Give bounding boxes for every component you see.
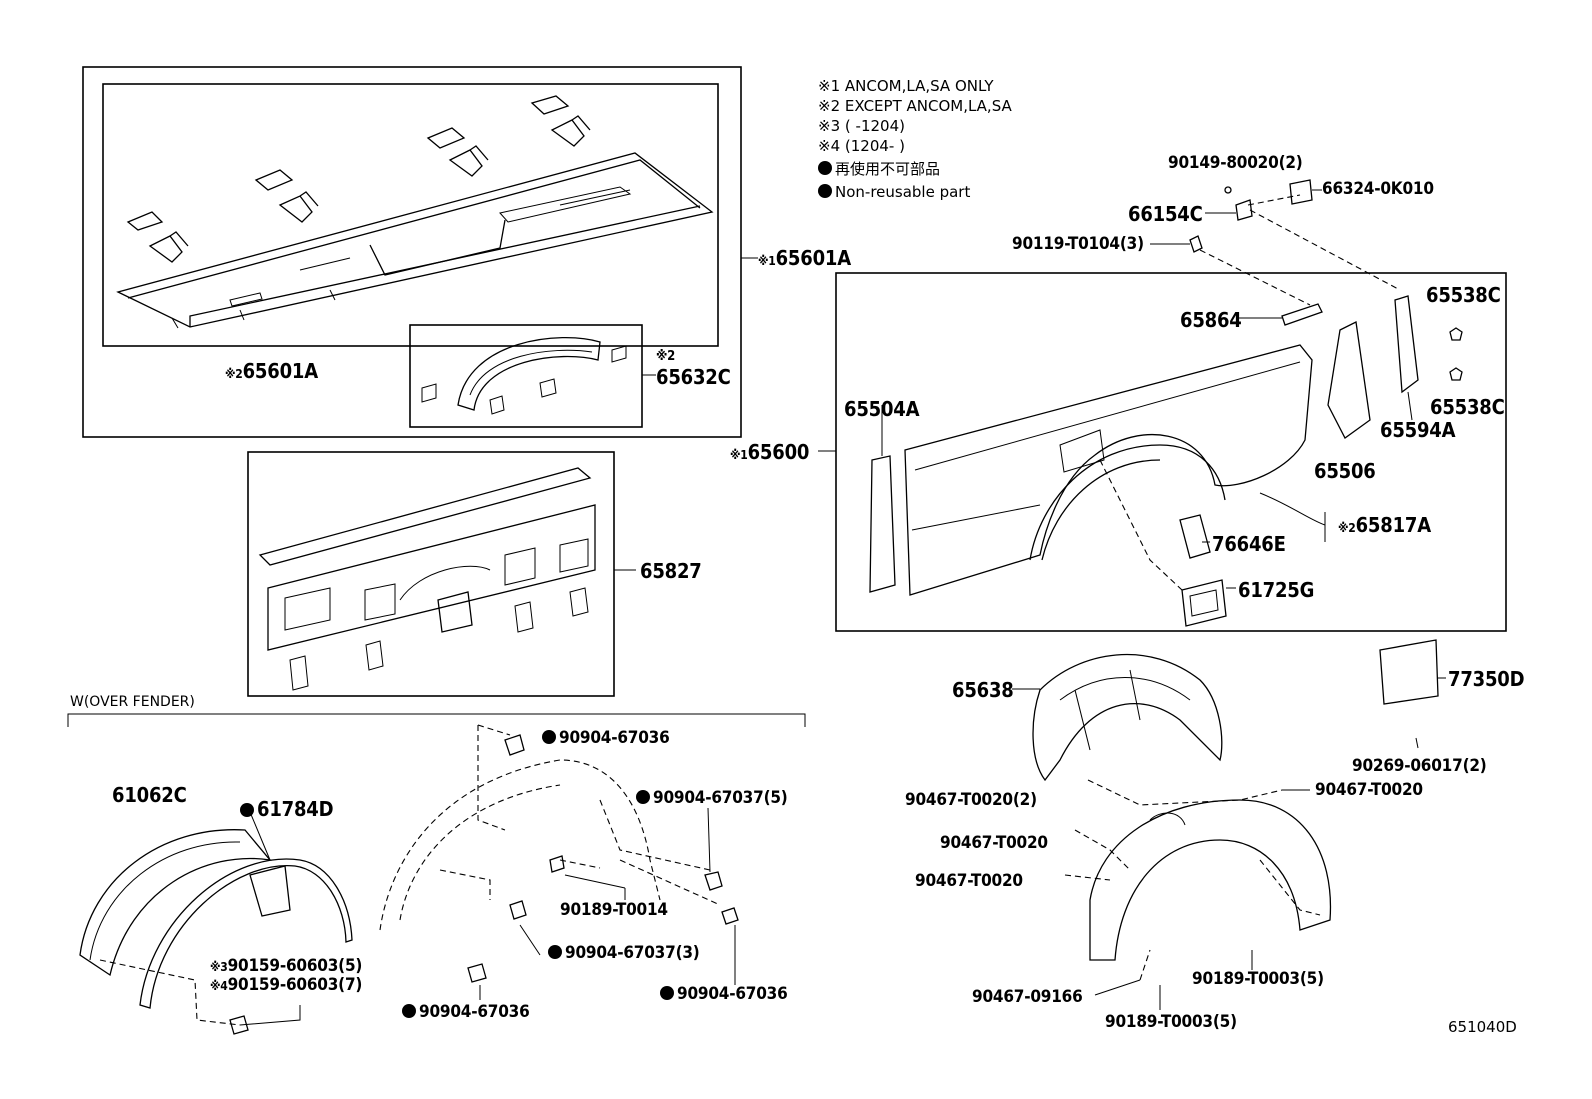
floor-rail-part	[116, 152, 714, 329]
non-reusable-dot-icon	[548, 945, 562, 959]
label-76646E[interactable]: 76646E	[1212, 532, 1286, 556]
leader-lines	[249, 189, 1446, 1010]
label-90189-T0003-b[interactable]: 90189-T0003(5)	[1105, 1012, 1237, 1032]
non-reusable-dot-icon	[660, 986, 674, 1000]
box-65827	[247, 451, 636, 697]
label-90467-T0020-b[interactable]: 90467-T0020	[1315, 780, 1423, 800]
label-90467-T0020-a[interactable]: 90467-T0020(2)	[905, 790, 1037, 810]
label-61062C[interactable]: 61062C	[112, 783, 187, 807]
label-66154C[interactable]: 66154C	[1128, 202, 1203, 226]
non-reusable-dot-icon	[542, 730, 556, 744]
label-90119-T0104[interactable]: 90119-T0104(3)	[1012, 234, 1144, 254]
non-reusable-dot-icon	[818, 161, 832, 175]
note-3: ※3 ( -1204)	[818, 117, 905, 135]
label-65632C-mark: ※2	[656, 349, 676, 364]
over-fender-section	[67, 713, 806, 1035]
label-61725G[interactable]: 61725G	[1238, 578, 1315, 602]
non-reusable-dot-icon	[636, 790, 650, 804]
label-65600[interactable]: ※165600	[730, 440, 810, 464]
label-61784D[interactable]: 61784D	[240, 799, 334, 819]
note-4: ※4 (1204- )	[818, 137, 905, 155]
label-66324-0K010[interactable]: 66324-0K010	[1322, 179, 1434, 199]
non-reusable-dot-icon	[818, 184, 832, 198]
label-77350D[interactable]: 77350D	[1448, 667, 1525, 691]
label-90269-06017[interactable]: 90269-06017(2)	[1352, 756, 1487, 776]
label-90467-09166[interactable]: 90467-09166	[972, 987, 1083, 1007]
label-65601A-1[interactable]: ※165601A	[758, 246, 851, 270]
note-2: ※2 EXCEPT ANCOM,LA,SA	[818, 97, 1012, 115]
label-65632C[interactable]: 65632C	[656, 365, 731, 389]
non-reusable-dot-icon	[402, 1004, 416, 1018]
label-90904-67036-b[interactable]: 90904-67036	[402, 1004, 530, 1021]
liner-65638	[1032, 639, 1439, 782]
note-non-reusable-jp: 再使用不可部品	[818, 161, 940, 177]
label-90189-T0014[interactable]: 90189-T0014	[560, 900, 668, 920]
label-65827[interactable]: 65827	[640, 559, 702, 583]
label-90904-67036-c[interactable]: 90904-67036	[660, 986, 788, 1003]
label-90467-T0020-c[interactable]: 90467-T0020	[940, 833, 1048, 853]
diagram-id: 651040D	[1448, 1018, 1517, 1036]
label-65504A[interactable]: 65504A	[844, 397, 920, 421]
label-90467-T0020-d[interactable]: 90467-T0020	[915, 871, 1023, 891]
label-65638[interactable]: 65638	[952, 678, 1014, 702]
label-65538C-a[interactable]: 65538C	[1426, 283, 1501, 307]
label-65601A-2[interactable]: ※265601A	[225, 359, 318, 383]
note-1: ※1 ANCOM,LA,SA ONLY	[818, 77, 994, 95]
label-90149-80020[interactable]: 90149-80020(2)	[1168, 153, 1303, 173]
non-reusable-dot-icon	[240, 803, 254, 817]
box-65600	[818, 194, 1507, 632]
label-65506[interactable]: 65506	[1314, 459, 1376, 483]
section-title: W(OVER FENDER)	[70, 694, 195, 710]
label-90159-60603-5[interactable]: ※390159-60603(5)	[210, 956, 363, 976]
small-fasteners	[1189, 179, 1463, 381]
label-90904-67037-3[interactable]: 90904-67037(3)	[548, 945, 700, 962]
liner-lower	[1064, 779, 1332, 981]
floor-brackets	[126, 95, 591, 263]
note-non-reusable-en: Non-reusable part	[818, 184, 970, 200]
label-90189-T0003-a[interactable]: 90189-T0003(5)	[1192, 969, 1324, 989]
label-90904-67037-5[interactable]: 90904-67037(5)	[636, 790, 788, 807]
label-65864[interactable]: 65864	[1180, 308, 1242, 332]
label-65538C-b[interactable]: 65538C	[1430, 395, 1505, 419]
label-90904-67036-a[interactable]: 90904-67036	[542, 730, 670, 747]
label-65817A[interactable]: ※265817A	[1338, 513, 1431, 537]
label-65594A[interactable]: 65594A	[1380, 418, 1456, 442]
box-65632C	[409, 324, 656, 428]
label-90159-60603-7[interactable]: ※490159-60603(7)	[210, 975, 363, 995]
